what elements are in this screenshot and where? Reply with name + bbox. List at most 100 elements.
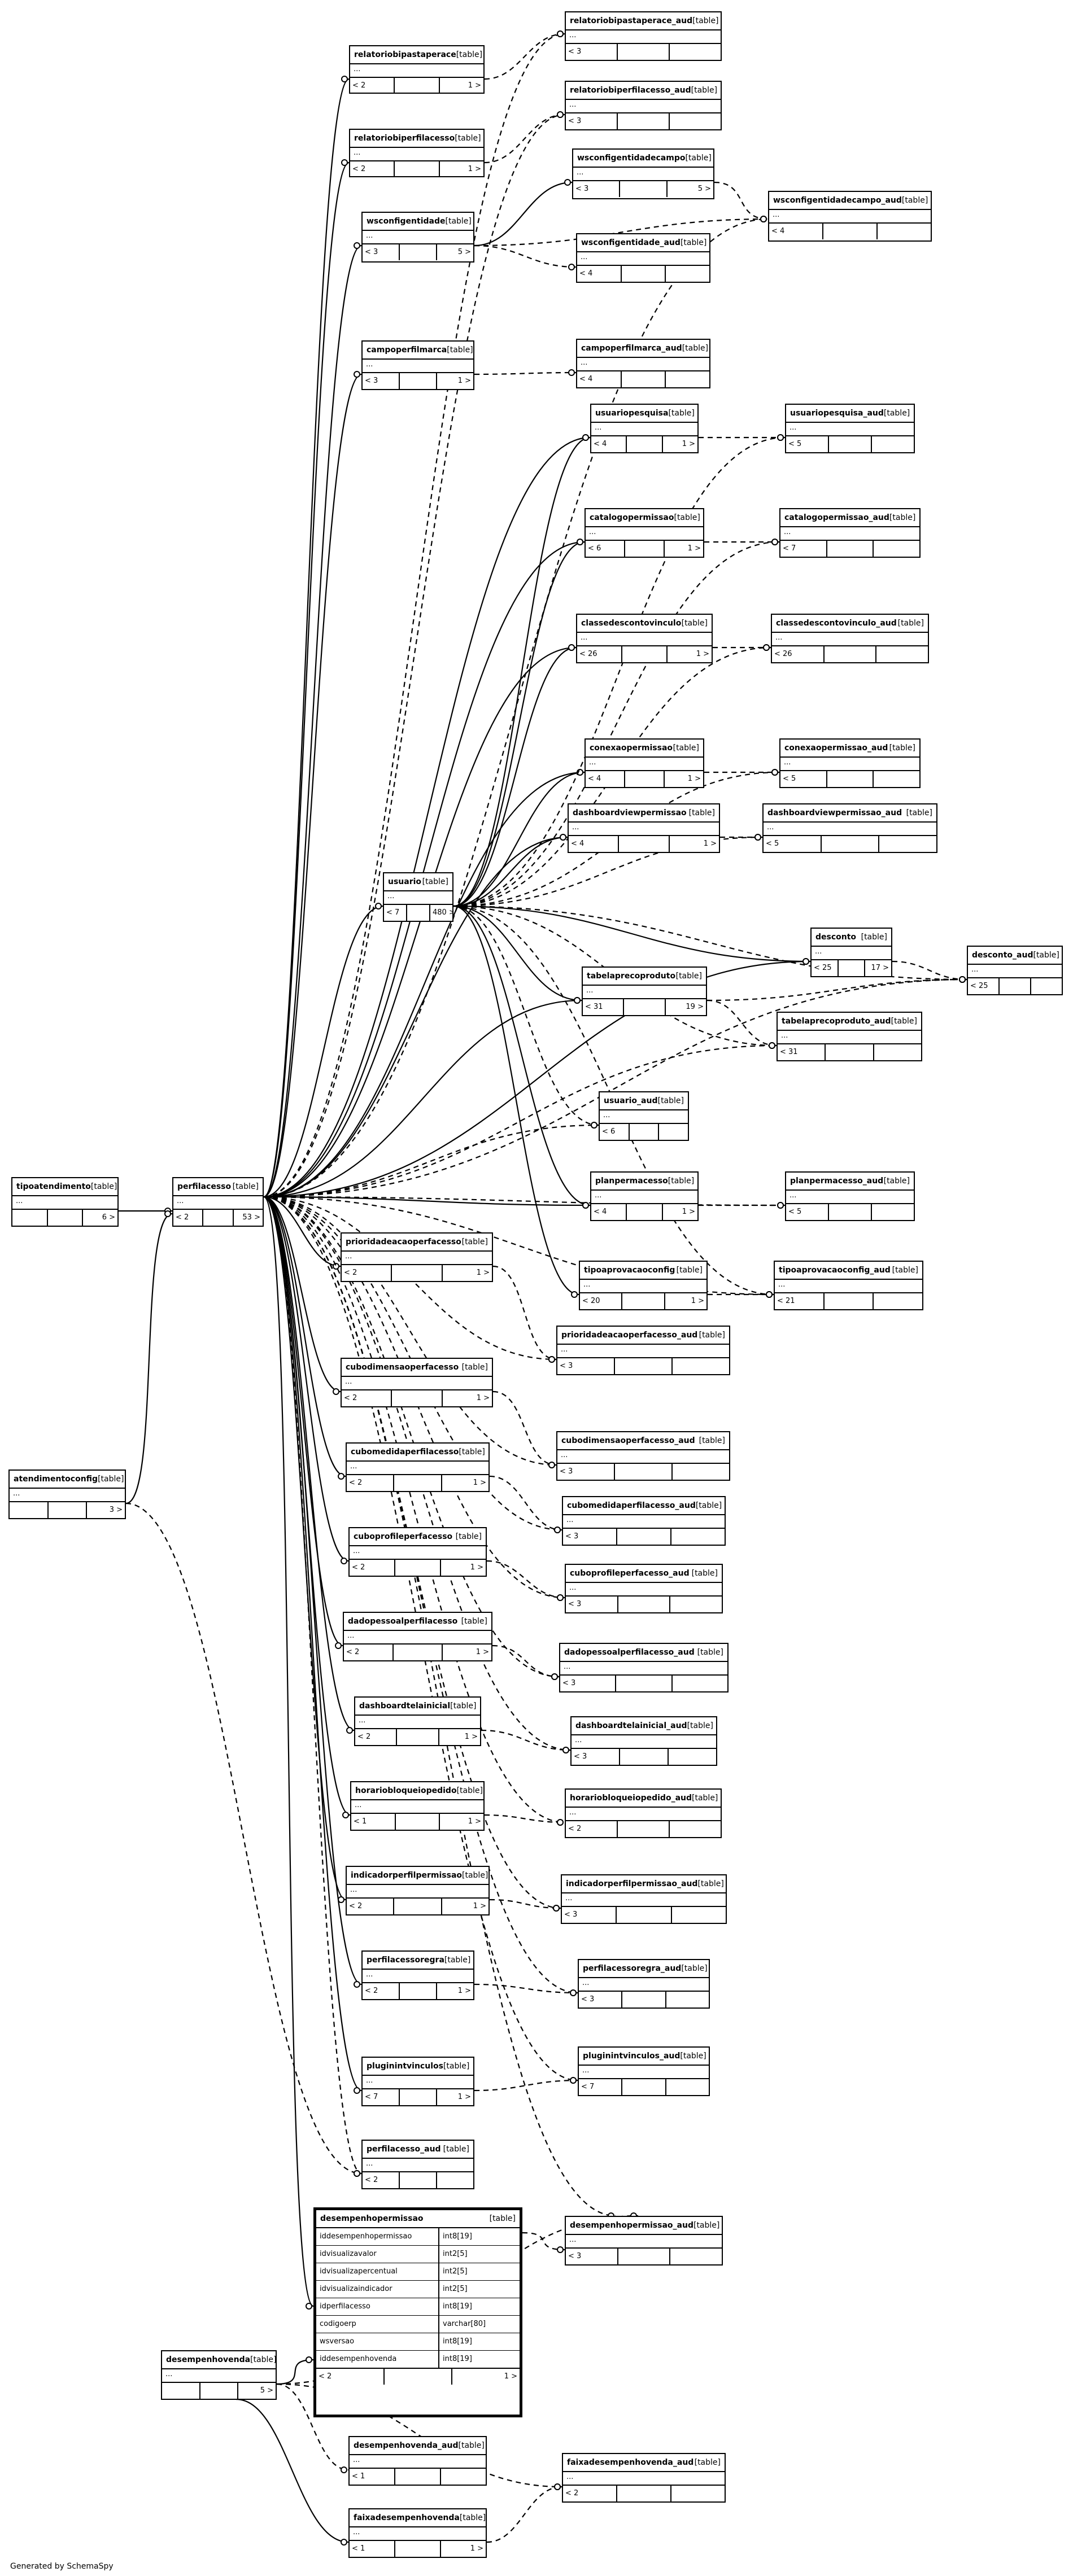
table-planpermacesso_aud[interactable]: planpermacesso_aud[table]...< 5 [785,1171,915,1221]
relationship-end-marker [354,2170,360,2177]
table-kind: [table] [692,16,719,25]
relationship-edge [263,836,568,1198]
table-conexaopermissao_aud[interactable]: conexaopermissao_aud[table]...< 5 [779,738,921,788]
relationship-end-marker [342,1812,349,1818]
table-desempenhovenda[interactable]: desempenhovenda[table]...5 > [161,2350,277,2400]
children-count [669,1749,716,1765]
table-cuboprofileperfacesso_aud[interactable]: cuboprofileperfacesso_aud[table]...< 3 [565,1564,723,1613]
table-dashboardtelainicial_aud[interactable]: dashboardtelainicial_aud[table]...< 3 [570,1716,717,1766]
more-columns: ... [569,823,719,836]
table-desempenhopermissao[interactable]: desempenhopermissao[table] iddesempenhop… [313,2207,522,2417]
children-count: 1 > [687,544,701,553]
table-wsconfigentidadecampo_aud[interactable]: wsconfigentidadecampo_aud[table]...< 4 [768,191,932,242]
parents-count: < 6 [586,541,625,557]
table-campoperfilmarca_aud[interactable]: campoperfilmarca_aud[table]...< 4 [576,339,710,388]
table-usuario_aud[interactable]: usuario_aud[table]...< 6 [599,1091,689,1141]
table-cubodimensaoperfacesso_aud[interactable]: cubodimensaoperfacesso_aud[table]...< 3 [556,1431,730,1481]
table-name: relatoriobipastaperace [354,50,456,59]
table-usuariopesquisa_aud[interactable]: usuariopesquisa_aud[table]...< 5 [785,404,915,453]
table-name: prioridadeacaoperfacesso [346,1237,461,1247]
table-name: desempenhovenda [166,2355,251,2364]
table-kind: [table] [462,1871,488,1880]
table-name: cubodimensaoperfacesso [346,1363,459,1372]
table-desempenhovenda_aud[interactable]: desempenhovenda_aud[table]...< 1 [348,2436,487,2486]
table-desconto_aud[interactable]: desconto_aud[table]...< 25 [967,946,1063,995]
table-prioridadeacaoperfacesso_aud[interactable]: prioridadeacaoperfacesso_aud[table]...< … [556,1326,730,1375]
parents-count: < 4 [591,1204,627,1220]
table-tipoatendimento[interactable]: tipoatendimento[table]...6 > [11,1177,119,1227]
parents-count: < 2 [342,1265,392,1281]
table-perfilacessoregra_aud[interactable]: perfilacessoregra_aud[table]...< 3 [578,1959,710,2009]
relationship-end-marker [568,644,575,651]
relationship-end-marker [777,434,784,441]
relationship-end-marker [548,1356,555,1363]
relationship-end-marker [769,1042,775,1049]
children-count: 480 > [433,908,452,917]
table-dadopessoalperfilacesso_aud[interactable]: dadopessoalperfilacesso_aud[table]...< 3 [559,1643,729,1692]
table-wsconfigentidade_aud[interactable]: wsconfigentidade_aud[table]...< 4 [576,233,710,283]
table-kind: [table] [455,134,481,143]
more-columns: ... [563,1515,725,1529]
table-catalogopermissao_aud[interactable]: catalogopermissao_aud[table]...< 7 [779,508,921,558]
table-atendimentoconfig[interactable]: atendimentoconfig[table]...3 > [8,1469,126,1519]
more-columns: ... [786,423,914,436]
table-desempenhopermissao_aud[interactable]: desempenhopermissao_aud[table]...< 3 [565,2216,723,2266]
parents-count: < 4 [577,371,622,387]
table-classedescontovinculo_aud[interactable]: classedescontovinculo_aud[table]...< 26 [771,614,929,663]
table-relatoriobipastaperace_aud[interactable]: relatoriobipastaperace_aud[table]...< 3 [565,11,722,61]
table-perfilacesso_aud[interactable]: perfilacesso_aud[table]...< 2 [361,2140,474,2189]
table-pluginintvinculos_aud[interactable]: pluginintvinculos_aud[table]...< 7 [578,2046,710,2096]
relationship-edge [263,436,591,1198]
table-dashboardviewpermissao_aud[interactable]: dashboardviewpermissao_aud[table]...< 5 [762,803,937,853]
table-name: dadopessoalperfilacesso_aud [564,1648,695,1657]
parents-count: < 3 [566,113,618,129]
more-columns: ... [363,2076,473,2089]
table-kind: [table] [489,2214,516,2223]
table-horariobloqueiopedido_aud[interactable]: horariobloqueiopedido_aud[table]...< 2 [565,1788,722,1838]
table-kind: [table] [906,808,932,817]
relationship-edge [263,960,811,1198]
table-faixadesempenhovenda_aud[interactable]: faixadesempenhovenda_aud[table]...< 2 [562,2453,726,2503]
relationship-edge [453,646,771,907]
relationship-end-marker [557,1594,564,1601]
table-tipoaprovacaoconfig_aud[interactable]: tipoaprovacaoconfig_aud[table]...< 21 [774,1261,923,1310]
children-count: 1 > [703,839,717,848]
table-tabelaprecoproduto_aud[interactable]: tabelaprecoproduto_aud[table]...< 31 [777,1012,922,1061]
table-relatoriobiperfilacesso_aud[interactable]: relatoriobiperfilacesso_aud[table]...< 3 [565,81,722,130]
parents-count: < 21 [775,1293,825,1309]
parents-count: < 25 [968,978,1000,994]
table-indicadorperfilpermissao_aud[interactable]: indicadorperfilpermissao_aud[table]...< … [561,1874,727,1924]
table-cubomedidaperfilacesso_aud[interactable]: cubomedidaperfilacesso_aud[table]...< 3 [562,1496,726,1546]
parents-count: < 3 [566,2249,618,2264]
relationship-end-marker [763,644,770,651]
